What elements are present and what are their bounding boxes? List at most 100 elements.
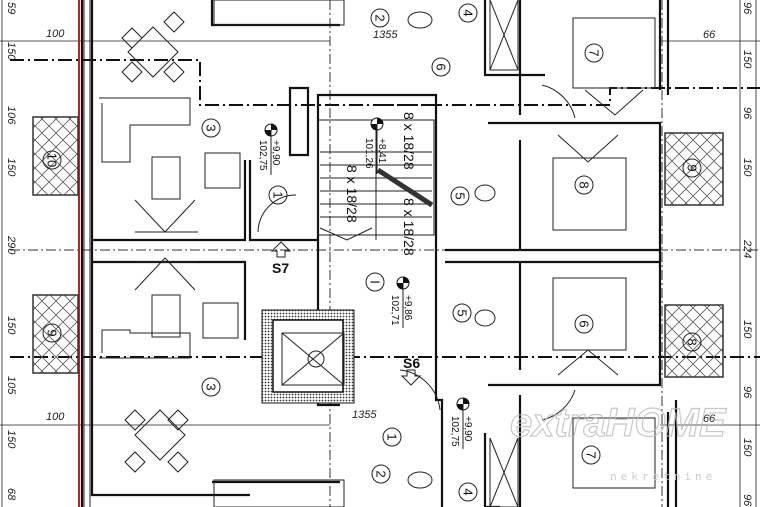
- dim-right-8: 96: [741, 494, 753, 507]
- svg-text:8: 8: [685, 338, 700, 345]
- svg-text:nekretnine: nekretnine: [610, 470, 716, 483]
- svg-text:extraHOME: extraHOME: [510, 401, 727, 445]
- dim-right-5: 150: [741, 320, 753, 339]
- dim-left-0: 59: [5, 2, 17, 14]
- room-8-bedroom: 8: [574, 175, 594, 195]
- svg-text:+9,86: +9,86: [402, 295, 413, 321]
- dim-left-2: 106: [5, 106, 17, 125]
- dim-66-bottom: 66: [703, 413, 716, 425]
- balcony-right-bottom: [664, 304, 724, 378]
- room-I: I: [365, 272, 385, 292]
- room-3-bottom: 3: [201, 377, 221, 397]
- svg-text:2: 2: [373, 14, 388, 21]
- svg-text:5: 5: [455, 309, 470, 316]
- balcony-left-top: [32, 116, 79, 196]
- svg-text:9: 9: [45, 329, 60, 336]
- svg-text:8: 8: [577, 181, 592, 188]
- dim-left-4: 290: [5, 235, 17, 255]
- svg-text:4: 4: [461, 9, 476, 16]
- dim-right-4: 224: [741, 239, 753, 258]
- level-marker-2: +8,41 101,26: [363, 117, 387, 174]
- right-dimension-chain: 96 150 96 150 224 150 96 150 96: [739, 0, 757, 507]
- elevator-shaft: [261, 309, 355, 404]
- room-3-top: 3: [201, 118, 221, 138]
- section-arrow-down-icon: [400, 369, 422, 386]
- room-9-left: 9: [42, 323, 62, 343]
- dim-right-6: 96: [741, 386, 753, 399]
- dim-right-7: 150: [741, 438, 753, 457]
- svg-text:6: 6: [434, 63, 449, 70]
- level-marker-4: +9,90 102,75: [449, 397, 473, 449]
- svg-text:+9,90: +9,90: [462, 416, 473, 442]
- balcony-left-bottom: [32, 294, 79, 374]
- svg-text:4: 4: [461, 488, 476, 495]
- room-1-left: 1: [268, 185, 288, 205]
- stair-label-upper: 8 x 18/28: [401, 112, 417, 170]
- svg-text:101,26: 101,26: [363, 138, 374, 169]
- svg-text:102,75: 102,75: [257, 140, 268, 171]
- left-dimension-chain: 59 150 106 150 290 150 105 150 68: [1, 0, 17, 507]
- room-10: 10: [42, 150, 62, 170]
- dim-left-7: 150: [5, 430, 17, 449]
- dim-right-2: 96: [741, 107, 753, 120]
- section-s6: S6: [403, 355, 420, 371]
- level-markers: +9,90 102,75 +8,41 101,26 +9,86 102,71 +…: [257, 117, 473, 449]
- dim-right-3: 150: [741, 158, 753, 177]
- door-swings: [257, 84, 576, 421]
- staircase: [317, 119, 435, 241]
- room-6-bedroom: 6: [574, 314, 594, 334]
- dim-1355-bottom: 1355: [352, 409, 377, 421]
- svg-text:+8,41: +8,41: [376, 138, 387, 164]
- walls: [80, 0, 678, 507]
- grid-axes: [10, 0, 760, 507]
- svg-text:3: 3: [204, 383, 219, 390]
- svg-text:+9,90: +9,90: [270, 140, 281, 166]
- svg-text:102,75: 102,75: [449, 416, 460, 447]
- room-5-bottom: 5: [452, 303, 472, 323]
- dim-left-6: 105: [5, 376, 17, 395]
- svg-text:7: 7: [587, 49, 602, 56]
- level-marker-1: +9,90 102,75: [257, 123, 281, 175]
- dim-right-1: 150: [741, 50, 753, 69]
- stair-label-middle: 8 x 18/28: [344, 165, 360, 223]
- dim-1355-top: 1355: [373, 29, 398, 41]
- room-4-bottom: 4: [458, 482, 478, 502]
- section-markers: S7 S6: [270, 241, 422, 386]
- stair-labels: 8 x 18/28 8 x 18/28 8 x 18/28: [344, 112, 417, 256]
- furniture: [99, 0, 656, 507]
- dim-66-top: 66: [703, 29, 716, 41]
- svg-text:I: I: [368, 280, 383, 284]
- room-labels: 3 3 10 9 1 1 I 2 2 4 4 6 7 7 5 5 8 6 9 8: [42, 3, 702, 502]
- room-2-bottom: 2: [371, 464, 391, 484]
- section-arrow-up-icon: [270, 241, 292, 258]
- horizontal-dimensions: 100 100 66 66 1355 1355: [0, 28, 760, 426]
- svg-text:10: 10: [45, 153, 60, 167]
- dim-left-5: 150: [5, 316, 17, 335]
- room-4-top: 4: [458, 3, 478, 23]
- svg-text:9: 9: [685, 164, 700, 171]
- svg-text:1: 1: [271, 191, 286, 198]
- dim-left-3: 150: [5, 158, 17, 177]
- dim-100-bottom: 100: [46, 411, 65, 423]
- room-7-bottom: 7: [581, 445, 601, 465]
- room-8-right: 8: [682, 332, 702, 352]
- dim-left-1: 150: [5, 42, 17, 61]
- room-1-right: 1: [382, 427, 402, 447]
- watermark-logo: extraHOME nekretnine: [509, 400, 727, 483]
- stair-label-lower: 8 x 18/28: [401, 198, 417, 256]
- room-5-top: 5: [450, 186, 470, 206]
- svg-text:1: 1: [385, 433, 400, 440]
- balcony-right-top: [664, 132, 724, 206]
- svg-text:6: 6: [577, 320, 592, 327]
- dim-left-8: 68: [5, 488, 17, 501]
- level-marker-3: +9,86 102,71: [389, 276, 413, 328]
- room-7-top: 7: [584, 43, 604, 63]
- dim-100-top: 100: [46, 28, 65, 40]
- room-9-right: 9: [682, 158, 702, 178]
- section-s7: S7: [272, 260, 289, 276]
- svg-text:7: 7: [584, 451, 599, 458]
- room-6-hall: 6: [431, 57, 451, 77]
- svg-text:3: 3: [204, 124, 219, 131]
- dim-right-0: 96: [741, 2, 753, 15]
